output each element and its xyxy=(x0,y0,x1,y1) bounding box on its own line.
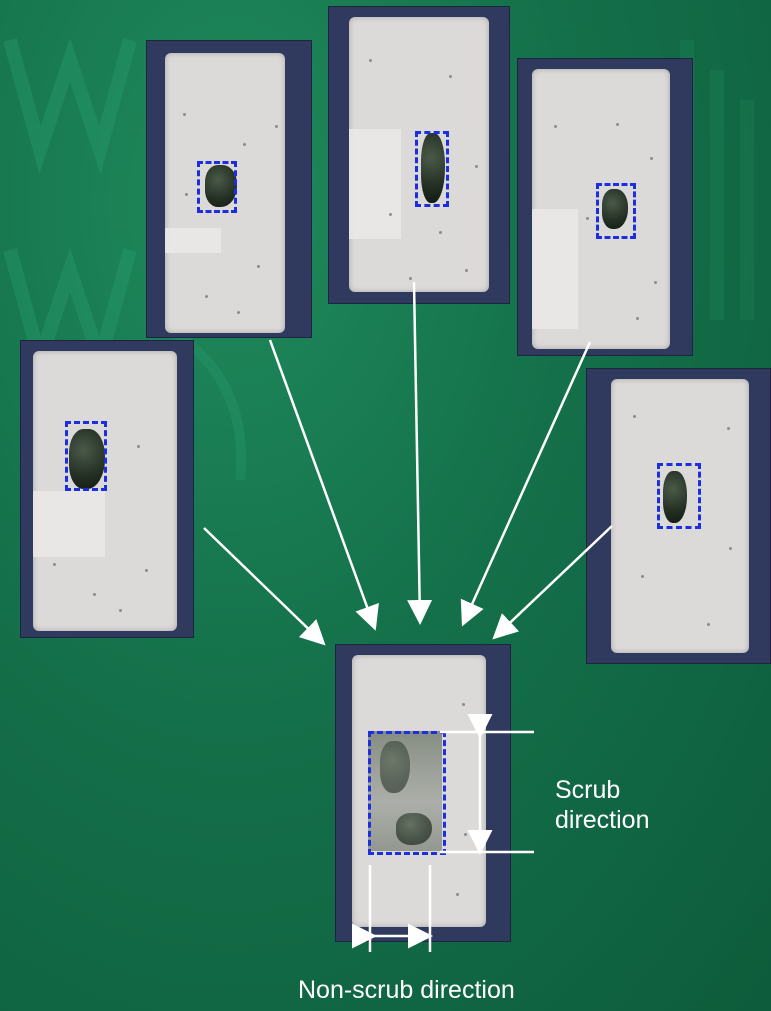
bounding-box xyxy=(368,731,446,855)
bounding-box xyxy=(415,131,449,207)
scrub-label-line1: Scrub xyxy=(555,776,621,804)
specimen-panel xyxy=(611,379,749,653)
bounding-box xyxy=(657,463,701,529)
specimen-panel xyxy=(532,69,670,349)
debris-particle xyxy=(396,813,432,845)
frame-top-left xyxy=(146,40,312,338)
specimen-panel xyxy=(349,17,489,292)
scrub-direction-label: Scrub direction xyxy=(555,775,650,835)
frame-middle-right xyxy=(586,368,771,664)
frame-top-center xyxy=(328,6,510,304)
frame-top-right xyxy=(517,58,693,356)
scrub-trail xyxy=(33,491,105,557)
specimen-panel xyxy=(33,351,177,631)
specimen-panel xyxy=(352,655,486,927)
specimen-panel xyxy=(165,53,285,333)
frame-middle-left xyxy=(20,340,194,638)
scrub-label-line2: direction xyxy=(555,806,650,834)
scrub-trail xyxy=(165,228,221,253)
debris-particle xyxy=(69,429,105,489)
debris-particle xyxy=(205,165,237,207)
debris-particle xyxy=(663,471,687,523)
debris-particle xyxy=(380,741,410,793)
bounding-box xyxy=(65,421,107,491)
debris-particle xyxy=(421,133,445,203)
debris-particle xyxy=(602,189,628,229)
bounding-box xyxy=(596,183,636,239)
non-scrub-direction-label: Non-scrub direction xyxy=(298,976,515,1004)
scrub-trail xyxy=(349,129,401,239)
scrub-trail xyxy=(532,209,578,329)
frame-composite xyxy=(335,644,511,942)
bounding-box xyxy=(197,161,237,213)
